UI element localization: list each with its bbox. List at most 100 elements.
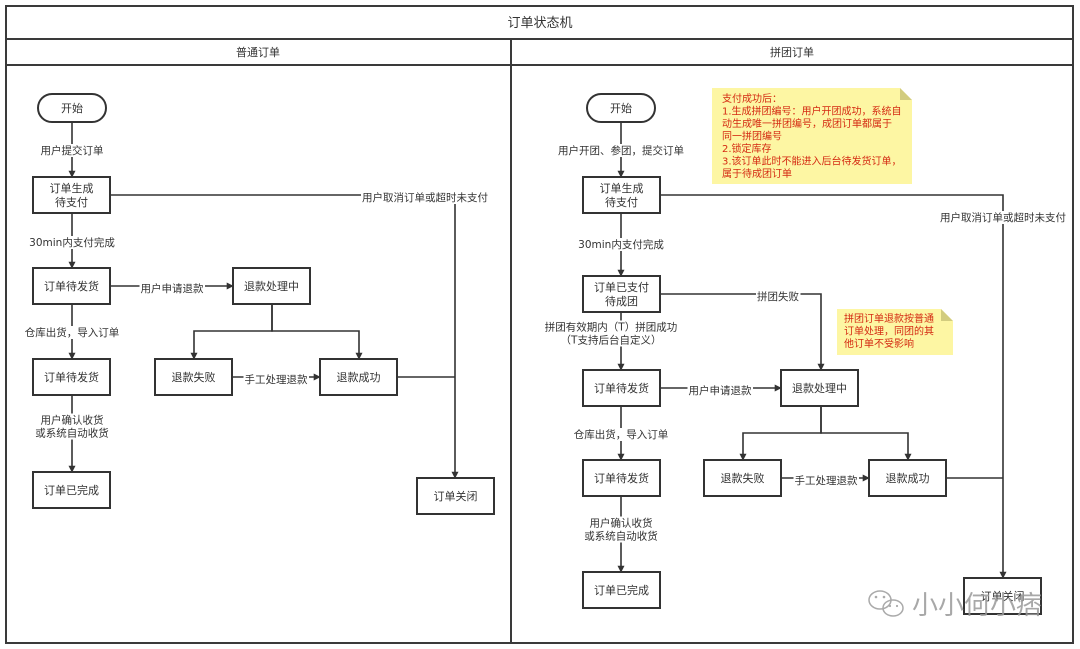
state-label: 开始	[610, 101, 632, 115]
edge-label: 或系统自动收货	[35, 427, 109, 440]
state-normal-start[interactable]: 开始	[37, 93, 107, 123]
state-box	[582, 176, 661, 214]
edge-label: 30min内支付完成	[29, 236, 115, 249]
state-box	[582, 275, 661, 313]
edge-to-ship-to-refunding: 用户申请退款	[110, 282, 234, 295]
state-normal-to-ship2[interactable]: 订单待发货	[32, 358, 111, 396]
edge-label-background	[687, 384, 753, 397]
edge-refund-fail-to-refund-ok: 手工处理退款	[781, 474, 870, 487]
state-label: 退款成功	[886, 471, 930, 485]
state-normal-to-ship[interactable]: 订单待发货	[32, 267, 111, 305]
state-group-refund-ok[interactable]: 退款成功	[868, 459, 947, 497]
payment-success-note: 支付成功后：1.生成拼团编号：用户开团成功，系统自动生成唯一拼团编号，成团订单都…	[712, 88, 912, 184]
state-box	[32, 267, 111, 305]
note-line: 动生成唯一拼团编号，成团订单都属于	[722, 117, 892, 130]
edge-label: 用户申请退款	[141, 282, 204, 295]
state-label: 退款成功	[337, 370, 381, 384]
edge-start-to-created: 用户开团、参团，提交订单	[557, 122, 685, 178]
note-line: 2.锁定库存	[722, 142, 772, 155]
state-label: 开始	[61, 101, 83, 115]
state-label: 订单待发货	[44, 279, 99, 293]
diagram-title: 订单状态机	[507, 16, 572, 31]
watermark-text: 小小何小痞	[912, 591, 1042, 621]
state-label: 订单关闭	[981, 589, 1025, 603]
note-background	[712, 88, 912, 184]
edge-line	[820, 406, 912, 461]
edge-label: 仓库出货，导入订单	[574, 428, 669, 441]
state-normal-closed[interactable]: 订单关闭	[416, 477, 495, 515]
edge-label: 用户取消订单或超时未支付	[362, 191, 488, 204]
edge-label-background	[583, 516, 659, 543]
edge-label: 用户取消订单或超时未支付	[940, 211, 1066, 224]
state-box	[319, 358, 398, 396]
edge-label: 手工处理退款	[795, 474, 858, 487]
edge-created-to-closed: 用户取消订单或超时未支付	[110, 191, 489, 479]
state-group-to-ship2[interactable]: 订单待发货	[582, 459, 661, 497]
state-group-start[interactable]: 开始	[586, 93, 656, 123]
edge-paid-wait-to-to-ship: 拼团有效期内（T）拼团成功（T支持后台自定义）	[543, 312, 679, 371]
state-label: 退款失败	[721, 471, 765, 485]
edge-line	[660, 194, 1007, 579]
terminal-shape	[586, 93, 656, 123]
edge-refund-fail-to-refund-ok: 手工处理退款	[232, 373, 321, 386]
edge-created-to-closed: 用户取消订单或超时未支付	[660, 194, 1067, 579]
edge-to-ship-to-to-ship2: 仓库出货，导入订单	[572, 406, 670, 461]
edge-start-to-created: 用户提交订单	[39, 122, 105, 178]
state-normal-refunding[interactable]: 退款处理中	[232, 267, 311, 305]
state-label: 订单关闭	[434, 489, 478, 503]
state-group-done[interactable]: 订单已完成	[582, 571, 661, 609]
note-line: 订单处理，同团的其	[844, 325, 934, 338]
edge-created-to-paid-wait: 30min内支付完成	[577, 213, 666, 277]
state-box	[232, 267, 311, 305]
state-label: 订单已完成	[594, 583, 649, 597]
state-group-to-ship[interactable]: 订单待发货	[582, 369, 661, 407]
state-group-refunding[interactable]: 退款处理中	[780, 369, 859, 407]
state-label: 退款失败	[172, 370, 216, 384]
note-line: 属于待成团订单	[722, 167, 792, 180]
edge-to-ship-to-to-ship2: 仓库出货，导入订单	[23, 304, 121, 360]
state-box	[154, 358, 233, 396]
state-label: 待支付	[55, 195, 88, 209]
state-box	[703, 459, 782, 497]
state-label: 订单已完成	[44, 483, 99, 497]
edge-label: 用户确认收货	[41, 414, 104, 427]
note-line: 支付成功后：	[722, 92, 782, 105]
state-label: 待成团	[605, 294, 638, 308]
state-box	[582, 571, 661, 609]
note-line: 他订单不受影响	[844, 337, 914, 350]
state-group-refund-fail[interactable]: 退款失败	[703, 459, 782, 497]
state-box	[32, 358, 111, 396]
state-box	[780, 369, 859, 407]
state-label: 订单生成	[50, 181, 94, 195]
state-label: 订单生成	[600, 181, 644, 195]
state-box	[32, 471, 111, 509]
edge-label-background	[28, 236, 117, 249]
edge-label: 仓库出货，导入订单	[25, 326, 120, 339]
edge-label: 拼团失败	[757, 290, 799, 303]
edge-label-background	[572, 428, 670, 441]
state-normal-done[interactable]: 订单已完成	[32, 471, 111, 509]
state-box	[868, 459, 947, 497]
note-line: 拼团订单退款按普通	[844, 312, 934, 325]
state-label: 订单待发货	[594, 381, 649, 395]
note-fold-corner	[941, 309, 953, 321]
lane-title-normal: 普通订单	[236, 45, 280, 59]
state-normal-refund-fail[interactable]: 退款失败	[154, 358, 233, 396]
state-normal-refund-ok[interactable]: 退款成功	[319, 358, 398, 396]
edge-to-ship-to-refunding: 用户申请退款	[660, 384, 782, 397]
state-box	[582, 459, 661, 497]
edge-label: 30min内支付完成	[578, 238, 664, 251]
edge-label-background	[361, 191, 489, 204]
note-line: 3.该订单此时不能进入后台待发货订单，	[722, 155, 902, 168]
state-box	[32, 176, 111, 214]
state-group-closed[interactable]: 订单关闭	[963, 577, 1042, 615]
state-label: 退款处理中	[244, 279, 299, 293]
watermark: 小小何小痞	[868, 590, 1042, 621]
lane-title-group: 拼团订单	[770, 45, 814, 59]
edge-label: 用户申请退款	[689, 384, 752, 397]
